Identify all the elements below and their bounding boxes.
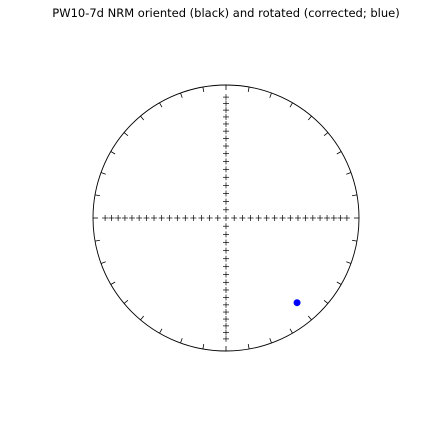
- rim-tick: [247, 343, 250, 350]
- rim-tick: [94, 239, 101, 242]
- rim-tick: [351, 194, 358, 197]
- rim-tick: [289, 102, 293, 108]
- rim-tick: [100, 261, 106, 264]
- rim-tick: [346, 172, 352, 175]
- rim-tick: [323, 132, 329, 137]
- rim-tick: [323, 299, 329, 304]
- rim-tick: [140, 115, 145, 121]
- rim-tick: [307, 115, 312, 121]
- rim-tick: [100, 172, 106, 175]
- rim-tick: [159, 328, 163, 334]
- rim-tick: [351, 239, 358, 242]
- rim-tick: [140, 315, 145, 321]
- rim-tick: [202, 86, 205, 93]
- rim-tick: [289, 328, 293, 334]
- rim-tick: [346, 261, 352, 264]
- chart-title: PW10-7d NRM oriented (black) and rotated…: [52, 6, 399, 20]
- rim-tick: [123, 132, 129, 137]
- rim-tick: [247, 86, 250, 93]
- rim-tick: [110, 151, 116, 155]
- rim-tick: [336, 151, 342, 155]
- stereonet-net: [92, 84, 360, 352]
- rim-tick: [123, 299, 129, 304]
- data-point: [293, 299, 301, 307]
- rim-tick: [94, 194, 101, 197]
- rim-tick: [269, 92, 272, 98]
- rim-tick: [159, 102, 163, 108]
- rim-tick: [307, 315, 312, 321]
- rim-tick: [110, 281, 116, 285]
- rim-tick: [269, 338, 272, 344]
- rim-tick: [180, 92, 183, 98]
- rim-tick: [336, 281, 342, 285]
- stereonet-data-points: [293, 299, 301, 307]
- rim-tick: [180, 338, 183, 344]
- rim-tick: [202, 343, 205, 350]
